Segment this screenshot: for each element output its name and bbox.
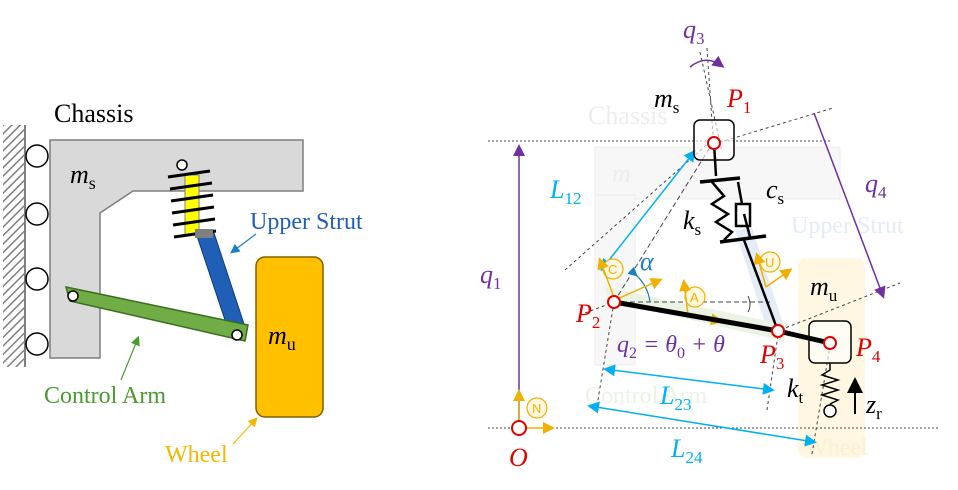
q1-label: q1 xyxy=(480,260,502,293)
svg-text:N: N xyxy=(532,401,541,416)
spring-damper xyxy=(699,142,780,332)
q3-label: q3 xyxy=(683,15,705,48)
P2-point xyxy=(607,295,621,309)
cs-damper xyxy=(734,202,752,228)
origin-point xyxy=(511,420,527,436)
frames: C A U N xyxy=(513,251,793,434)
chassis-mass-label: ms xyxy=(70,160,96,193)
P4-point xyxy=(823,336,837,350)
q3-arc xyxy=(689,55,725,68)
control-arm-inner-joint xyxy=(67,290,79,302)
P3-point xyxy=(771,324,785,338)
control-arm-outer-joint xyxy=(231,329,243,341)
svg-text:A: A xyxy=(690,290,699,305)
theta-arc xyxy=(747,295,751,313)
arm-P3-P4 xyxy=(777,328,831,346)
alpha-label: α xyxy=(640,247,655,276)
P2-label: P2 xyxy=(575,299,600,332)
wall-hatch xyxy=(3,125,25,367)
L12-label: L12 xyxy=(549,175,581,208)
ghost-chassis-label: Chassis xyxy=(588,101,667,130)
q4-label: q4 xyxy=(865,169,887,202)
control-arm-pointer xyxy=(120,335,140,381)
ks-spring xyxy=(709,181,734,241)
P3-label: P3 xyxy=(759,340,784,373)
L23-arrow xyxy=(603,364,775,395)
q2-equation: q2 = θ0 + θ xyxy=(617,332,725,362)
ks-label: ks xyxy=(683,206,701,239)
kt-spring xyxy=(819,363,841,405)
wall-rollers xyxy=(25,144,49,356)
origin-label: O xyxy=(509,443,528,472)
ms-label: ms xyxy=(654,84,679,117)
L24-label: L24 xyxy=(670,434,703,467)
wheel-pointer xyxy=(232,417,258,445)
wheel-mass-label: mu xyxy=(268,321,296,354)
roller xyxy=(25,332,49,356)
frame-C: C xyxy=(597,257,663,301)
roller xyxy=(25,267,49,291)
upper-strut-label: Upper Strut xyxy=(250,209,363,235)
svg-text:U: U xyxy=(765,255,774,270)
ghost-diagram: Chassis m Upper Strut Control Arm Wheel xyxy=(585,101,904,461)
cs-label: cs xyxy=(766,175,784,208)
chassis-body xyxy=(49,139,304,359)
wheel-axis xyxy=(774,282,901,333)
arm-P2-P3 xyxy=(613,299,779,334)
coil-spring xyxy=(167,169,217,239)
upper-strut-pointer xyxy=(230,233,257,254)
ghost-chassis-leg xyxy=(594,194,636,366)
strut-top-joint xyxy=(176,159,188,171)
ghost-upper-strut-label: Upper Strut xyxy=(791,213,904,239)
q4-arrow xyxy=(813,112,886,299)
P1-label: P1 xyxy=(726,84,751,117)
tire-contact xyxy=(823,404,837,418)
L12-arrow xyxy=(600,149,696,272)
ghost-ms-label: m xyxy=(612,159,631,188)
left-panel: Chassis ms mu Upper Strut Co xyxy=(3,99,363,468)
chassis-label: Chassis xyxy=(54,99,133,128)
roller xyxy=(25,202,49,226)
spring-cap xyxy=(195,229,213,238)
wheel-label: Wheel xyxy=(165,442,228,468)
roller xyxy=(25,144,49,168)
frame-A: A xyxy=(679,279,723,326)
P1-point xyxy=(707,136,721,150)
svg-text:C: C xyxy=(608,262,617,277)
L24-arrow xyxy=(587,401,817,447)
right-panel: Chassis m Upper Strut Control Arm Wheel … xyxy=(480,15,940,472)
zr-label: zr xyxy=(865,390,882,423)
control-arm-label: Control Arm xyxy=(44,383,166,409)
mu-label: mu xyxy=(810,272,838,305)
frame-U: U xyxy=(753,251,793,288)
wheel-body xyxy=(255,256,324,418)
kt-label: kt xyxy=(787,374,804,407)
P4-label: P4 xyxy=(855,333,881,366)
ghost-wheel-label: Wheel xyxy=(805,435,868,461)
